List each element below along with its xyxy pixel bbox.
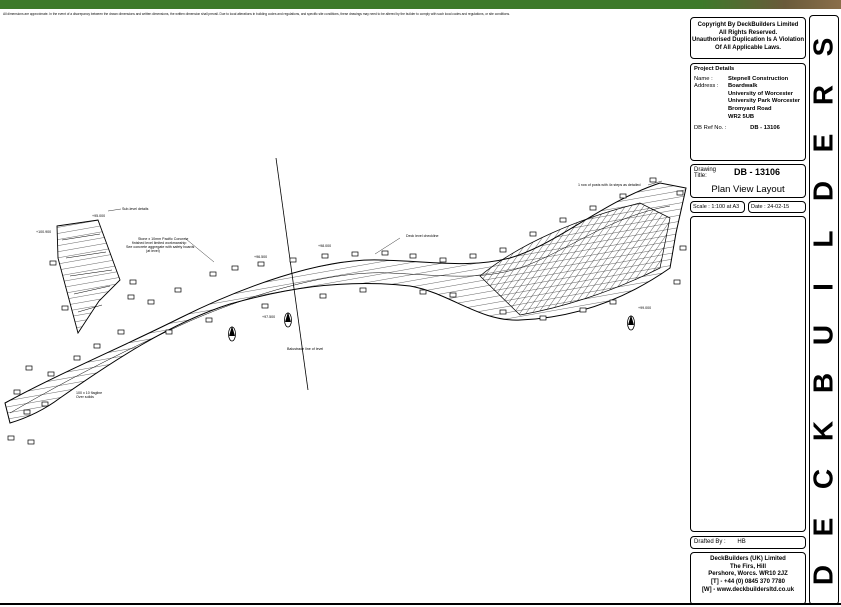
top-banner (0, 0, 841, 9)
brand-letter-2: R (807, 84, 839, 106)
drawing-title-box: Drawing Title: DB - 13106 Plan View Layou… (690, 164, 806, 198)
level-2: +100.900 (36, 230, 51, 234)
label-flagline-2: Over solids (76, 395, 94, 399)
brand-letter-5: L (807, 230, 839, 248)
drafted-box: Drafted By : HB (690, 536, 806, 549)
name-value: Stepnell Construction (728, 75, 789, 82)
marker-symbols (228, 312, 635, 342)
brand-letter-4: D (807, 180, 839, 202)
name-label: Name : (694, 75, 713, 82)
drafted-label: Drafted By : (694, 539, 726, 545)
company-town: Pershore, Worcs. WR10 2JZ (708, 571, 788, 578)
copyright-line-3: Unauthorised Duplication Is A Violation (691, 37, 805, 43)
main-boardwalk (4, 182, 687, 424)
brand-letter-12: D (807, 564, 839, 586)
address-line-1: Boardwalk (728, 83, 758, 90)
ref-label: DB Ref No. : (694, 125, 727, 132)
company-address-box: DeckBuilders (UK) Limited The Firs, Hill… (690, 552, 806, 605)
branch-walkway (56, 219, 121, 335)
ref-value: DB - 13106 (750, 125, 780, 132)
scale-box: Scale : 1:100 at A3 (690, 201, 745, 213)
brand-letter-6: I (807, 283, 839, 291)
label-stone-4: (at level) (146, 249, 160, 253)
label-sublevel: Sub-level details (122, 207, 149, 211)
drawing-annotations: Sub-level details Stone x 10mm Pacific C… (36, 180, 663, 399)
level-1: +95.000 (92, 214, 105, 218)
address-line-3: University Park Worcester (728, 98, 801, 105)
copyright-line-1: Copyright By DeckBuilders Limited (697, 22, 799, 28)
company-street: The Firs, Hill (729, 563, 766, 570)
drawing-title-label: Drawing Title: (694, 167, 717, 179)
label-stone-1: Stone x 10mm Pacific Concrete (138, 237, 188, 241)
address-line-4: Bromyard Road (728, 105, 772, 112)
label-balustrade: Balustrade line of level (287, 347, 323, 351)
plan-drawing: Sub-level details Stone x 10mm Pacific C… (4, 157, 687, 445)
copyright-line-4: Of All Applicable Laws. (715, 44, 781, 51)
company-phone: [T] - +44 (0) 0845 370 7780 (711, 579, 785, 586)
level-3: +96.500 (254, 255, 267, 259)
disclaimer-note: All dimensions are approximate. In the e… (3, 12, 510, 16)
company-website: [W] - www.deckbuildersltd.co.uk (701, 586, 795, 593)
brand-letter-10: C (807, 468, 839, 490)
project-details-box: Project Details Name : Stepnell Construct… (690, 63, 806, 161)
company-name: DeckBuilders (UK) Limited (710, 556, 786, 562)
address-line-5: WR2 5UB (728, 113, 755, 120)
label-posts: 1 row of posts with 4x steps as detailed (578, 183, 641, 187)
address-label: Address : (694, 83, 719, 90)
axis-line (275, 157, 309, 391)
brand-letter-1: S (807, 37, 839, 57)
copyright-line-2: All Rights Reserved. (718, 29, 778, 36)
brand-letter-11: E (807, 517, 839, 537)
brand-letter-9: K (807, 420, 839, 442)
brand-letter-3: E (807, 133, 839, 153)
banner-texture (701, 0, 841, 9)
date-box: Date : 24-02-15 (748, 201, 806, 213)
label-deck-checkline: Deck level checkline (406, 234, 439, 238)
title-block: Copyright By DeckBuilders Limited All Ri… (690, 15, 808, 605)
brand-letter-7: U (807, 324, 839, 346)
bottom-border (0, 603, 841, 605)
brand-letter-8: B (807, 372, 839, 394)
post-markers (7, 177, 687, 445)
level-5: +97.500 (262, 315, 275, 319)
drawing-title: Plan View Layout (711, 184, 785, 195)
label-stone-2: finished level limited workmanship (132, 241, 186, 245)
copyright-box: Copyright By DeckBuilders Limited All Ri… (690, 17, 806, 59)
level-4: +98.000 (318, 244, 331, 248)
project-heading: Project Details (694, 66, 735, 72)
label-flagline-1: 100 x 10 flagline (76, 391, 102, 395)
deckbuilders-logo-column: S R E D L I U B K C E D (807, 15, 839, 605)
revisions-box (690, 216, 806, 532)
address-line-2: University of Worcester (728, 90, 793, 97)
label-stone-3: See concrete aggregate with safety board… (126, 245, 195, 249)
drawing-number: DB - 13106 (734, 167, 781, 177)
drafted-value: HB (737, 539, 746, 545)
level-6: +99.000 (638, 306, 651, 310)
